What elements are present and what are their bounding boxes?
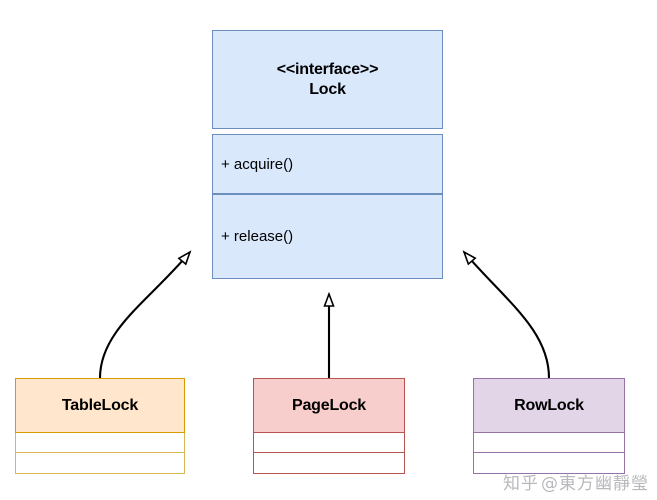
pagelock-name-compartment: PageLock xyxy=(253,378,405,433)
class-box-rowlock[interactable]: RowLock xyxy=(473,378,625,474)
rowlock-attributes-compartment xyxy=(473,433,625,453)
rowlock-name-compartment: RowLock xyxy=(473,378,625,433)
rowlock-methods-compartment xyxy=(473,453,625,474)
rowlock-class-name: RowLock xyxy=(514,396,584,414)
tablelock-class-name: TableLock xyxy=(61,396,139,414)
lock-name-compartment: <<interface>> Lock xyxy=(212,30,443,129)
edge-rowlock-to-lock xyxy=(464,252,551,379)
lock-method-compartment-acquire: + acquire() xyxy=(212,134,443,194)
watermark-logo-text: 知乎 xyxy=(503,474,539,494)
class-box-tablelock[interactable]: TableLock xyxy=(15,378,185,474)
tablelock-attributes-compartment xyxy=(15,433,185,453)
watermark-handle: @東方幽靜瑩 xyxy=(541,474,649,494)
pagelock-methods-compartment xyxy=(253,453,405,474)
lock-method-release: + release() xyxy=(221,228,294,245)
lock-method-compartment-release: + release() xyxy=(212,194,443,279)
tablelock-methods-compartment xyxy=(15,453,185,474)
lock-stereotype: <<interface>> xyxy=(276,60,379,78)
edge-tablelock-to-lock xyxy=(98,252,190,379)
lock-compartment-separator xyxy=(212,129,443,134)
lock-method-acquire: + acquire() xyxy=(221,155,294,173)
pagelock-class-name: PageLock xyxy=(292,396,366,414)
tablelock-name-compartment: TableLock xyxy=(15,378,185,433)
class-box-lock[interactable]: <<interface>> Lock + acquire() + release… xyxy=(212,30,443,279)
class-box-pagelock[interactable]: PageLock xyxy=(253,378,405,474)
watermark: 知乎@東方幽靜瑩 xyxy=(503,469,649,494)
pagelock-attributes-compartment xyxy=(253,433,405,453)
lock-class-name: Lock xyxy=(309,80,346,98)
